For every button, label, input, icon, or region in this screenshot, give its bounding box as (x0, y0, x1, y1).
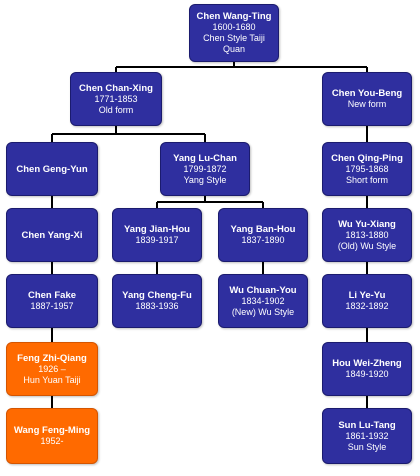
node-detail-line: 1837-1890 (241, 235, 285, 245)
node-name: Chen Qing-Ping (331, 152, 403, 164)
node-detail-line: 1799-1872 (183, 163, 227, 174)
node-detail-line: 1926 – (38, 363, 66, 374)
node-name: Yang Ban-Hou (230, 224, 296, 235)
node-detail-line: Yang Style (183, 174, 227, 185)
node-name: Chen Wang-Ting (196, 11, 272, 22)
node-name: Feng Zhi-Qiang (17, 352, 87, 364)
node-name: Sun Lu-Tang (338, 419, 396, 431)
node-detail-line: 1887-1957 (30, 301, 74, 311)
node-detail-line: 1849-1920 (345, 369, 389, 379)
node-name: Chen Chan-Xing (79, 82, 153, 94)
node-name: Wang Feng-Ming (13, 425, 91, 436)
node-name: Wu Chuan-You (229, 284, 297, 296)
node-name: Yang Lu-Chan (173, 152, 237, 164)
node-detail-line: Sun Style (347, 441, 387, 452)
node-detail-line: 1952- (40, 436, 64, 446)
node-detail-line: 1795-1868 (345, 163, 389, 174)
node-name: Hou Wei-Zheng (332, 358, 402, 369)
node-name: Chen You-Beng (331, 88, 403, 99)
node-detail-line: Chen Style Taiji Quan (203, 33, 265, 54)
node-detail-line: 1771-1853 (94, 93, 138, 104)
node-detail-line: 1861-1932 (345, 430, 389, 441)
node-name: Chen Yang-Xi (21, 229, 83, 241)
node-detail-line: 1834-1902 (241, 295, 285, 306)
node-name: Yang Jian-Hou (124, 224, 190, 235)
node-detail-line: (Old) Wu Style (337, 240, 397, 251)
node-detail-line: 1839-1917 (135, 235, 179, 245)
node-detail-line: Old form (98, 104, 134, 115)
node-detail-line: 1832-1892 (345, 301, 389, 311)
node-chen-geng-yun: Chen Geng-Yun (6, 142, 98, 196)
node-detail-line: 1813-1880 (345, 229, 389, 240)
node-detail-line: 1600-1680 (212, 22, 256, 32)
node-name: Chen Fake (27, 290, 77, 301)
node-detail-line: New form (347, 99, 387, 109)
node-name: Chen Geng-Yun (16, 163, 88, 175)
node-name: Li Ye-Yu (348, 290, 386, 301)
node-detail-line: Short form (345, 174, 388, 185)
node-chen-yang-xi: Chen Yang-Xi (6, 208, 98, 262)
node-detail-line: 1883-1936 (135, 301, 179, 311)
node-name: Yang Cheng-Fu (122, 290, 192, 301)
node-detail-line: (New) Wu Style (231, 306, 295, 317)
node-name: Wu Yu-Xiang (338, 218, 396, 230)
node-detail-line: Hun Yuan Taiji (23, 374, 81, 385)
